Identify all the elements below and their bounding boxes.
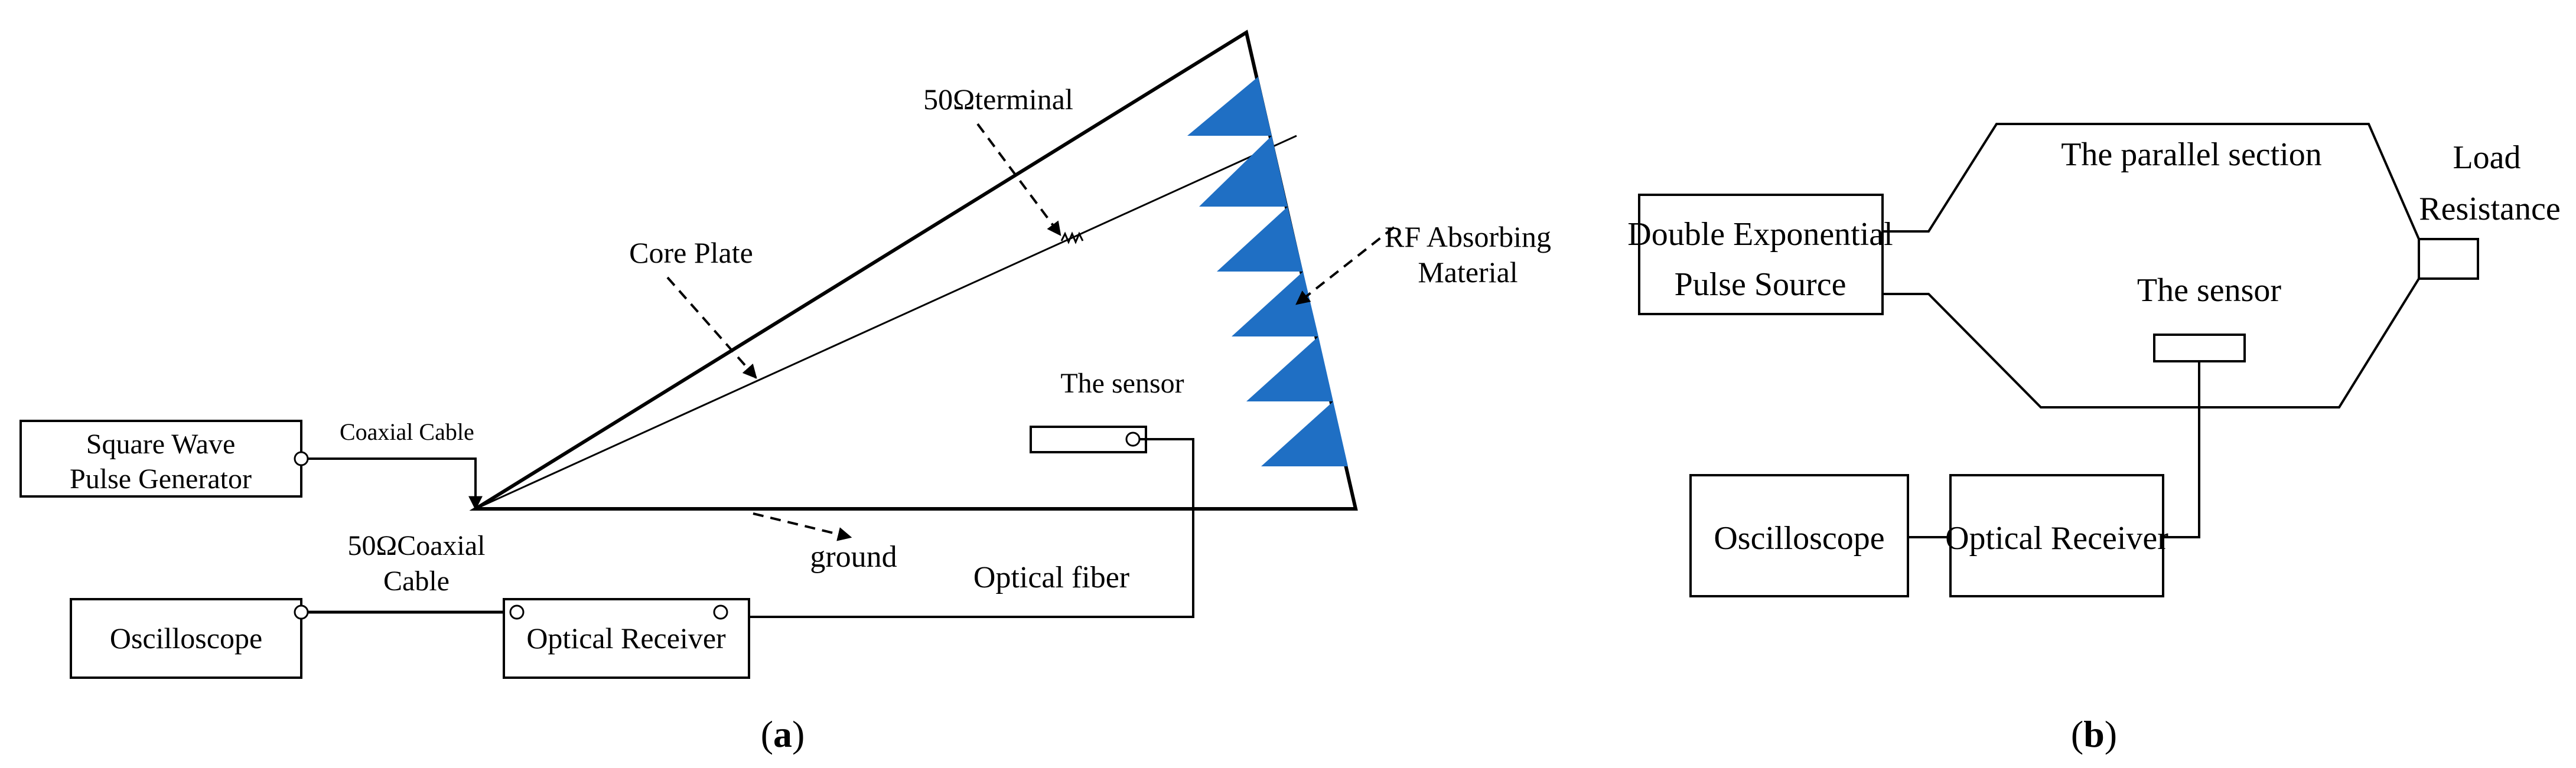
panel-b: Double Exponential Pulse Source The para… [1627,123,2561,755]
load-resistance-label-2: Resistance [2419,191,2560,227]
sensor-label-b: The sensor [2137,272,2282,309]
sensor-label-a: The sensor [1060,368,1184,399]
oscilloscope-label-b: Oscilloscope [1714,520,1884,557]
optical-receiver-box-a [503,598,750,679]
sensor-fiber-line-b [2163,361,2200,538]
rf-absorbing-label-2: Material [1418,256,1517,289]
caption-a: (a) [761,713,805,755]
terminal-leader [976,123,1061,236]
caption-b: (b) [2071,713,2117,755]
caption-b-letter: b [2083,713,2105,755]
rf-absorber [1187,77,1348,466]
square-wave-label-1: Square Wave [86,429,236,460]
sensor-box-b [2153,334,2246,362]
parallel-section-label: The parallel section [2061,136,2322,173]
core-plate-leader [666,276,757,379]
core-plate-label: Core Plate [629,236,753,269]
terminal-resistor-icon [1060,231,1084,244]
oscilloscope-port-icon [294,604,309,620]
absorber-tooth [1199,136,1288,207]
ground-leader [753,512,852,541]
absorber-tooth [1261,401,1348,466]
caption-a-close: ) [792,713,805,755]
optical-fiber-line [749,438,1194,618]
coaxial-cable-line [308,457,483,511]
pulse-source-label-1: Double Exponential [1627,216,1893,253]
oscilloscope-box-b [1689,474,1909,597]
load-resistance-label-1: Load [2453,139,2520,176]
square-wave-label-2: Pulse Generator [70,463,252,495]
oscilloscope-label-a: Oscilloscope [110,622,262,655]
absorber-tooth [1232,272,1318,336]
rf-absorbing-label-1: RF Absorbing [1385,220,1551,253]
pulse-source-label-2: Pulse Source [1675,266,1846,303]
load-resistance-box [2418,238,2479,280]
sensor-port-icon [1125,432,1141,447]
absorber-tooth [1217,207,1303,272]
optical-receiver-label-a: Optical Receiver [526,622,726,655]
receiver-port-left-icon [509,604,525,620]
oscilloscope-box-a [70,598,302,679]
optical-receiver-box-b [1949,474,2164,597]
parallel-section-lower-line [1883,277,2420,408]
generator-port-icon [294,451,309,466]
parallel-section-upper-line [1883,123,2420,240]
coax50-label-1: 50ΩCoaxial [348,530,486,561]
ground-label: ground [810,540,897,574]
caption-b-open: ( [2071,713,2083,755]
caption-a-open: ( [761,713,773,755]
absorber-tooth [1246,336,1333,401]
caption-a-letter: a [773,713,792,755]
coax50-label-2: Cable [383,566,450,597]
coaxial-cable-label: Coaxial Cable [340,419,474,445]
pulse-source-box [1638,194,1884,315]
absorber-tooth [1187,77,1272,136]
receiver-port-right-icon [713,604,728,620]
core-plate-line [475,135,1297,510]
terminal-label: 50Ωterminal [923,83,1073,116]
square-wave-generator-box [19,420,302,498]
rf-absorber-leader [1295,226,1395,305]
caption-b-close: ) [2105,713,2117,755]
optical-receiver-label-b: Optical Receiver [1945,520,2168,557]
optical-fiber-label: Optical fiber [973,561,1129,594]
panel-a: Square Wave Pulse Generator Coaxial Cabl… [19,30,1551,755]
